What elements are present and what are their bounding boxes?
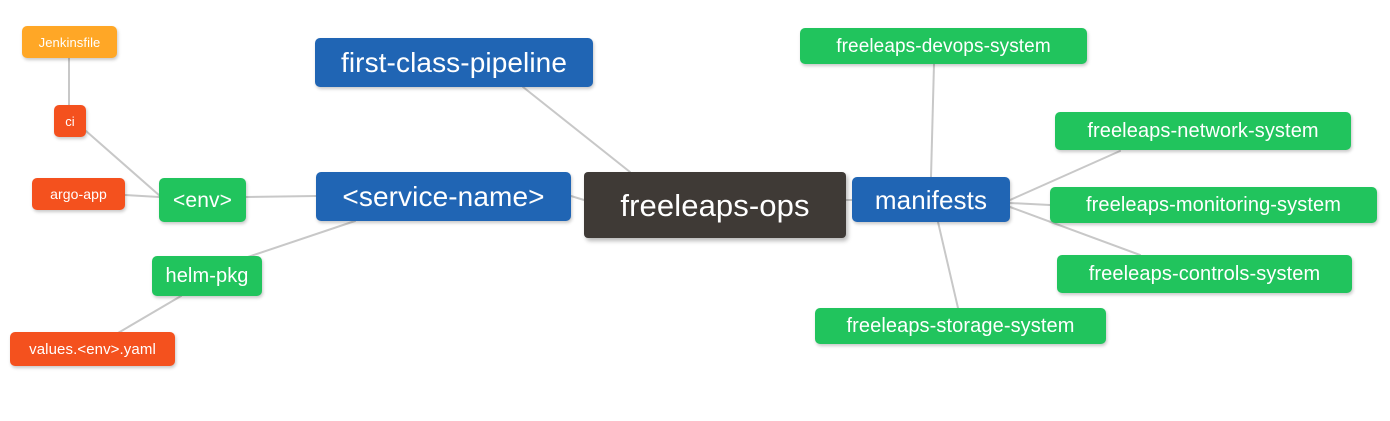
edge-first-class-pipeline-to-freeleaps-ops	[522, 86, 631, 173]
node-freeleaps-network-system[interactable]: freeleaps-network-system	[1055, 112, 1351, 150]
node-env[interactable]: <env>	[159, 178, 246, 222]
node-freeleaps-controls-system[interactable]: freeleaps-controls-system	[1057, 255, 1352, 293]
node-helm-pkg[interactable]: helm-pkg	[152, 256, 262, 296]
node-jenkinsfile[interactable]: Jenkinsfile	[22, 26, 117, 58]
edge-manifests-to-freeleaps-monitoring-system	[1009, 202, 1051, 206]
edge-manifests-to-freeleaps-storage-system	[937, 221, 959, 309]
edge-argo-app-to-env	[124, 194, 160, 198]
node-freeleaps-devops-system[interactable]: freeleaps-devops-system	[800, 28, 1087, 64]
edge-values-env-yaml-to-helm-pkg	[117, 295, 182, 334]
node-values-env-yaml[interactable]: values.<env>.yaml	[10, 332, 175, 366]
edge-manifests-to-freeleaps-devops-system	[930, 63, 935, 178]
edge-env-to-service-name	[245, 195, 317, 198]
node-service-name[interactable]: <service-name>	[316, 172, 571, 221]
edge-service-name-to-freeleaps-ops	[570, 195, 585, 201]
node-ci[interactable]: ci	[54, 105, 86, 137]
node-freeleaps-ops[interactable]: freeleaps-ops	[584, 172, 846, 238]
node-freeleaps-storage-system[interactable]: freeleaps-storage-system	[815, 308, 1106, 344]
node-argo-app[interactable]: argo-app	[32, 178, 125, 210]
node-first-class-pipeline[interactable]: first-class-pipeline	[315, 38, 593, 87]
node-freeleaps-monitoring-system[interactable]: freeleaps-monitoring-system	[1050, 187, 1377, 223]
node-manifests[interactable]: manifests	[852, 177, 1010, 222]
